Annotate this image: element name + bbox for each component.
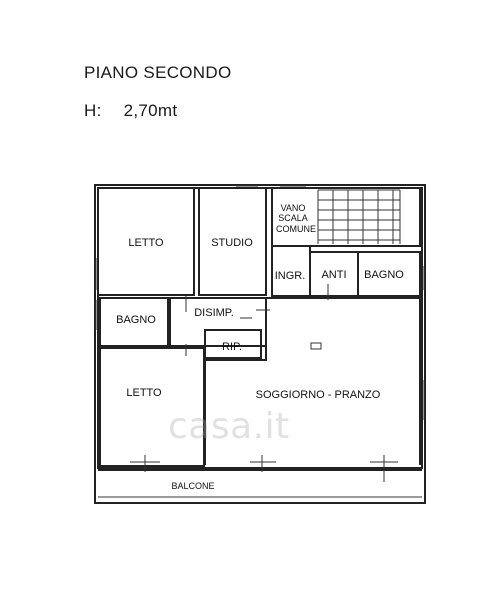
room-letto-top: [97, 187, 195, 296]
living-fixture: [310, 342, 322, 350]
label-rip: RIP.: [222, 341, 242, 353]
room-disimpegno: [169, 297, 267, 347]
label-ingr: INGR.: [275, 270, 306, 282]
label-vano-1: VANO: [281, 203, 306, 213]
watermark: casa.it: [168, 406, 290, 447]
room-bagno-left: [99, 297, 169, 347]
label-letto-bottom: LETTO: [126, 387, 162, 399]
label-anti: ANTI: [321, 269, 346, 281]
room-studio: [198, 187, 267, 296]
room-soggiorno: [204, 297, 421, 465]
room-ripostiglio: [204, 329, 262, 359]
room-bagno-right: [357, 251, 421, 297]
label-disimp: DISIMP.: [194, 307, 234, 319]
label-bagno-left: BAGNO: [116, 314, 156, 326]
stair-steps: [317, 189, 401, 244]
label-vano-3: COMUNE: [276, 224, 316, 234]
door-marks: [144, 284, 385, 482]
floor-height: H: 2,70mt: [84, 101, 177, 121]
room-vano-scala: [271, 187, 421, 247]
label-vano-2: SCALA: [278, 213, 308, 223]
label-bagno-right: BAGNO: [364, 269, 404, 281]
outer-wall: [94, 184, 426, 504]
height-value: 2,70mt: [123, 101, 178, 120]
label-soggiorno: SOGGIORNO - PRANZO: [256, 389, 381, 401]
windows: [95, 185, 425, 463]
label-studio: STUDIO: [211, 237, 253, 249]
label-letto-top: LETTO: [128, 237, 164, 249]
floor-title: PIANO SECONDO: [84, 63, 232, 82]
label-balcone: BALCONE: [171, 481, 214, 491]
height-label: H:: [84, 101, 102, 120]
